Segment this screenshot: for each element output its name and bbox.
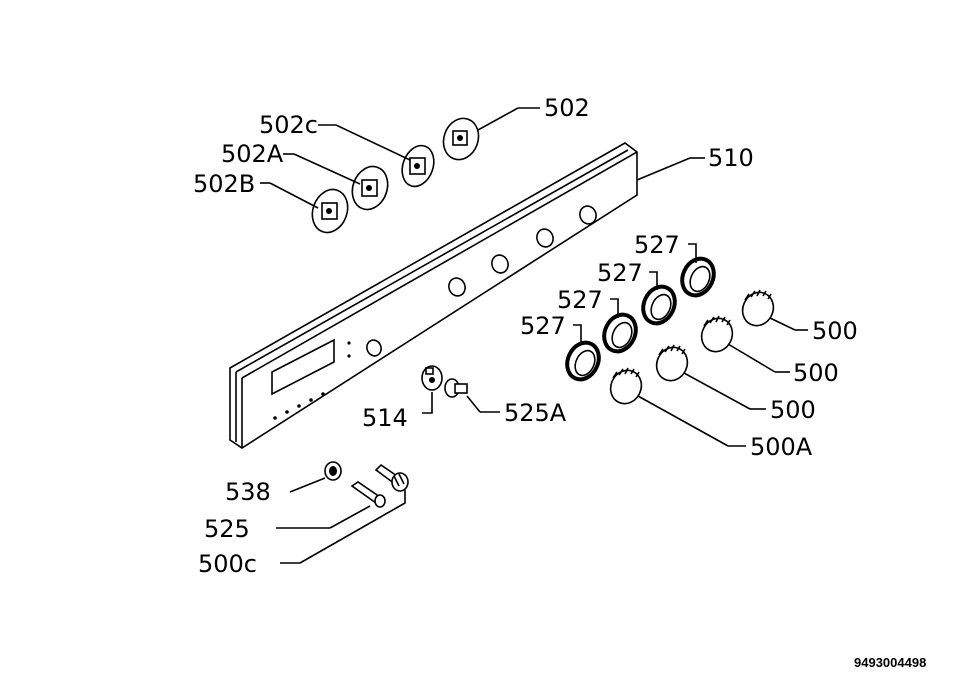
label-502a: 502A [221, 140, 284, 168]
knob-500-3 [655, 344, 689, 382]
ring-527-2 [641, 284, 677, 326]
label-500c: 500c [198, 550, 257, 578]
label-500a: 500A [750, 433, 813, 461]
label-514: 514 [362, 404, 408, 432]
ring-527-3 [602, 312, 638, 354]
label-527-3: 527 [557, 286, 603, 314]
knob-500-2 [700, 315, 734, 353]
part-525 [350, 481, 386, 508]
label-527-4: 527 [520, 312, 566, 340]
label-527-2: 527 [597, 259, 643, 287]
label-500-3: 500 [770, 396, 816, 424]
label-502b: 502B [193, 170, 255, 198]
ring-527-4 [565, 340, 601, 382]
label-502c: 502c [259, 111, 318, 139]
label-510: 510 [708, 144, 754, 172]
label-502: 502 [544, 94, 590, 122]
label-525a: 525A [504, 399, 567, 427]
control-panel-510 [229, 142, 638, 449]
disc-502b [311, 188, 349, 234]
drawing-number: 9493004498 [854, 655, 926, 670]
part-514 [421, 365, 443, 391]
part-500c [374, 463, 409, 492]
leader-lines [260, 107, 808, 564]
label-525: 525 [204, 515, 250, 543]
knob-500-1 [741, 289, 775, 327]
disc-502c [401, 144, 435, 188]
knob-500a [609, 367, 643, 405]
label-538: 538 [225, 478, 271, 506]
ring-527-1 [680, 256, 716, 298]
part-525a [444, 378, 468, 398]
label-500-1: 500 [812, 317, 858, 345]
part-538 [324, 461, 342, 481]
disc-502 [442, 117, 480, 161]
disc-502a [351, 165, 389, 211]
label-500-2: 500 [793, 359, 839, 387]
label-527-1: 527 [634, 231, 680, 259]
